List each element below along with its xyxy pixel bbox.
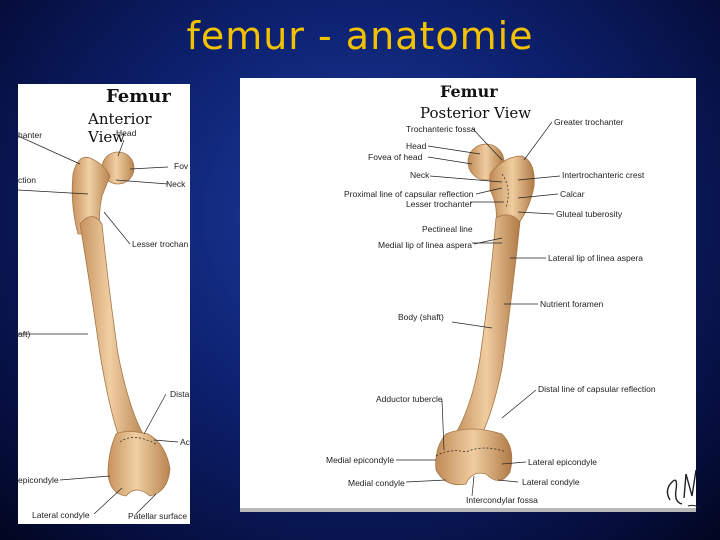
label-neck-posterior: Neck bbox=[410, 170, 430, 180]
label-lesser-trochanter: Lesser trochan bbox=[132, 239, 189, 249]
label-head: Head bbox=[116, 128, 137, 138]
label-lateral-epicondyle: Lateral epicondyle bbox=[528, 457, 597, 467]
anterior-subtitle: Anterior View bbox=[88, 110, 152, 146]
label-intertrochanteric-crest: Intertrochanteric crest bbox=[562, 170, 645, 180]
label-adductor-tubercle: Adductor tubercle bbox=[376, 394, 443, 404]
anterior-view-panel: Femur Anterior View hanter Head Fov ctio… bbox=[18, 84, 190, 524]
label-medial-condyle: Medial condyle bbox=[348, 478, 405, 488]
label-distal: Dista bbox=[170, 389, 190, 399]
label-body-shaft: Body (shaft) bbox=[398, 312, 444, 322]
label-greater-trochanter: Greater trochanter bbox=[554, 117, 624, 127]
artist-signature-logo bbox=[666, 469, 701, 509]
label-intercondylar-fossa: Intercondylar fossa bbox=[466, 495, 538, 505]
label-trochanteric-fossa: Trochanteric fossa bbox=[406, 124, 476, 134]
label-medial-epicondyle: Medial epicondyle bbox=[326, 455, 395, 465]
label-gluteal-tuberosity: Gluteal tuberosity bbox=[556, 209, 623, 219]
anterior-femur-illustration bbox=[18, 135, 179, 515]
label-distal-line: Distal line of capsular reflection bbox=[538, 384, 656, 394]
label-trochanter: hanter bbox=[18, 130, 43, 140]
slide-title: femur - anatomie bbox=[186, 14, 534, 58]
label-neck: Neck bbox=[166, 179, 186, 189]
posterior-view-panel: Femur Posterior View Trochanteric fossa … bbox=[240, 78, 696, 512]
label-shaft: aft) bbox=[18, 329, 31, 339]
label-calcar: Calcar bbox=[560, 189, 585, 199]
label-intertrochanteric: ction bbox=[18, 175, 36, 185]
label-patellar-surface: Patellar surface bbox=[128, 511, 188, 521]
label-fovea-of-head: Fovea of head bbox=[368, 152, 423, 162]
label-lateral-condyle: Lateral condyle bbox=[32, 510, 90, 520]
label-head-posterior: Head bbox=[406, 141, 427, 151]
posterior-subtitle: Posterior View bbox=[420, 104, 532, 122]
label-epicondyle: epicondyle bbox=[18, 475, 59, 485]
label-lesser-trochanter-posterior: Lesser trochanter bbox=[406, 199, 473, 209]
anterior-title: Femur bbox=[106, 86, 171, 107]
label-proximal-line: Proximal line of capsular reflection bbox=[344, 189, 474, 199]
posterior-title: Femur bbox=[440, 82, 498, 101]
label-nutrient-foramen: Nutrient foramen bbox=[540, 299, 604, 309]
label-lateral-lip: Lateral lip of linea aspera bbox=[548, 253, 643, 263]
label-pectineal-line: Pectineal line bbox=[422, 224, 473, 234]
label-lateral-condyle-posterior: Lateral condyle bbox=[522, 477, 580, 487]
panel-bottom-bar bbox=[240, 508, 696, 512]
label-fovea: Fov bbox=[174, 161, 189, 171]
label-adductor: Ac bbox=[180, 437, 190, 447]
posterior-femur-illustration bbox=[396, 121, 561, 497]
label-medial-lip: Medial lip of linea aspera bbox=[378, 240, 473, 250]
